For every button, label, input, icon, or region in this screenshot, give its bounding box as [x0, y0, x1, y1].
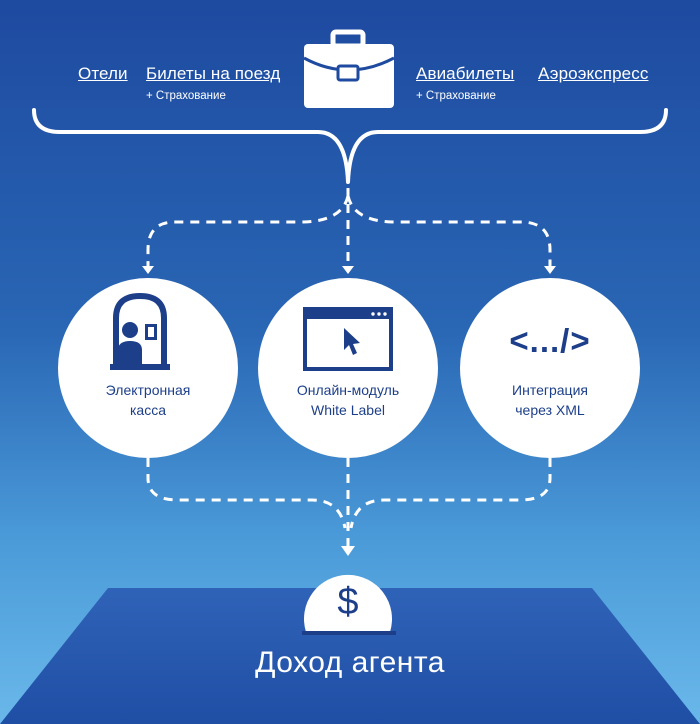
channel-label-line1: Интеграция	[512, 382, 588, 398]
briefcase-icon	[303, 29, 395, 108]
nav-link-hotels[interactable]: Отели	[78, 64, 128, 83]
dollar-icon: $	[337, 581, 358, 623]
channel-label-white-label: Онлайн-модуль White Label	[258, 380, 438, 420]
trains-insurance-note: + Страхование	[146, 90, 226, 102]
income-label: Доход агента	[255, 646, 445, 679]
distribution-arrows	[146, 188, 552, 268]
coin-slot	[302, 631, 396, 635]
channel-circle-xml	[460, 278, 640, 458]
channel-label-cashier: Электронная касса	[58, 380, 238, 420]
income-circle	[304, 574, 392, 632]
cashier-window-icon	[110, 292, 170, 370]
code-brackets-icon: <.../>	[509, 322, 590, 359]
channel-label-line2: касса	[129, 402, 166, 418]
channel-label-line2: White Label	[311, 402, 385, 418]
channel-label-line1: Онлайн-модуль	[296, 382, 400, 398]
arrowheads-top	[142, 266, 556, 274]
cursor-icon	[344, 328, 360, 355]
browser-window-icon	[303, 307, 393, 371]
nav-link-aeroexpress[interactable]: Аэроэкспресс	[538, 64, 649, 83]
income-platform	[0, 588, 700, 724]
services-brace	[32, 108, 668, 184]
channel-label-xml: Интеграция через XML	[460, 380, 640, 420]
avia-insurance-note: + Страхование	[416, 90, 496, 102]
income-arrows	[146, 458, 552, 548]
channel-label-line2: через XML	[515, 402, 585, 418]
channel-label-line1: Электронная	[105, 382, 191, 398]
nav-link-trains[interactable]: Билеты на поезд	[146, 64, 281, 83]
arrowhead-income	[341, 546, 355, 556]
nav-link-avia[interactable]: Авиабилеты	[416, 64, 515, 83]
